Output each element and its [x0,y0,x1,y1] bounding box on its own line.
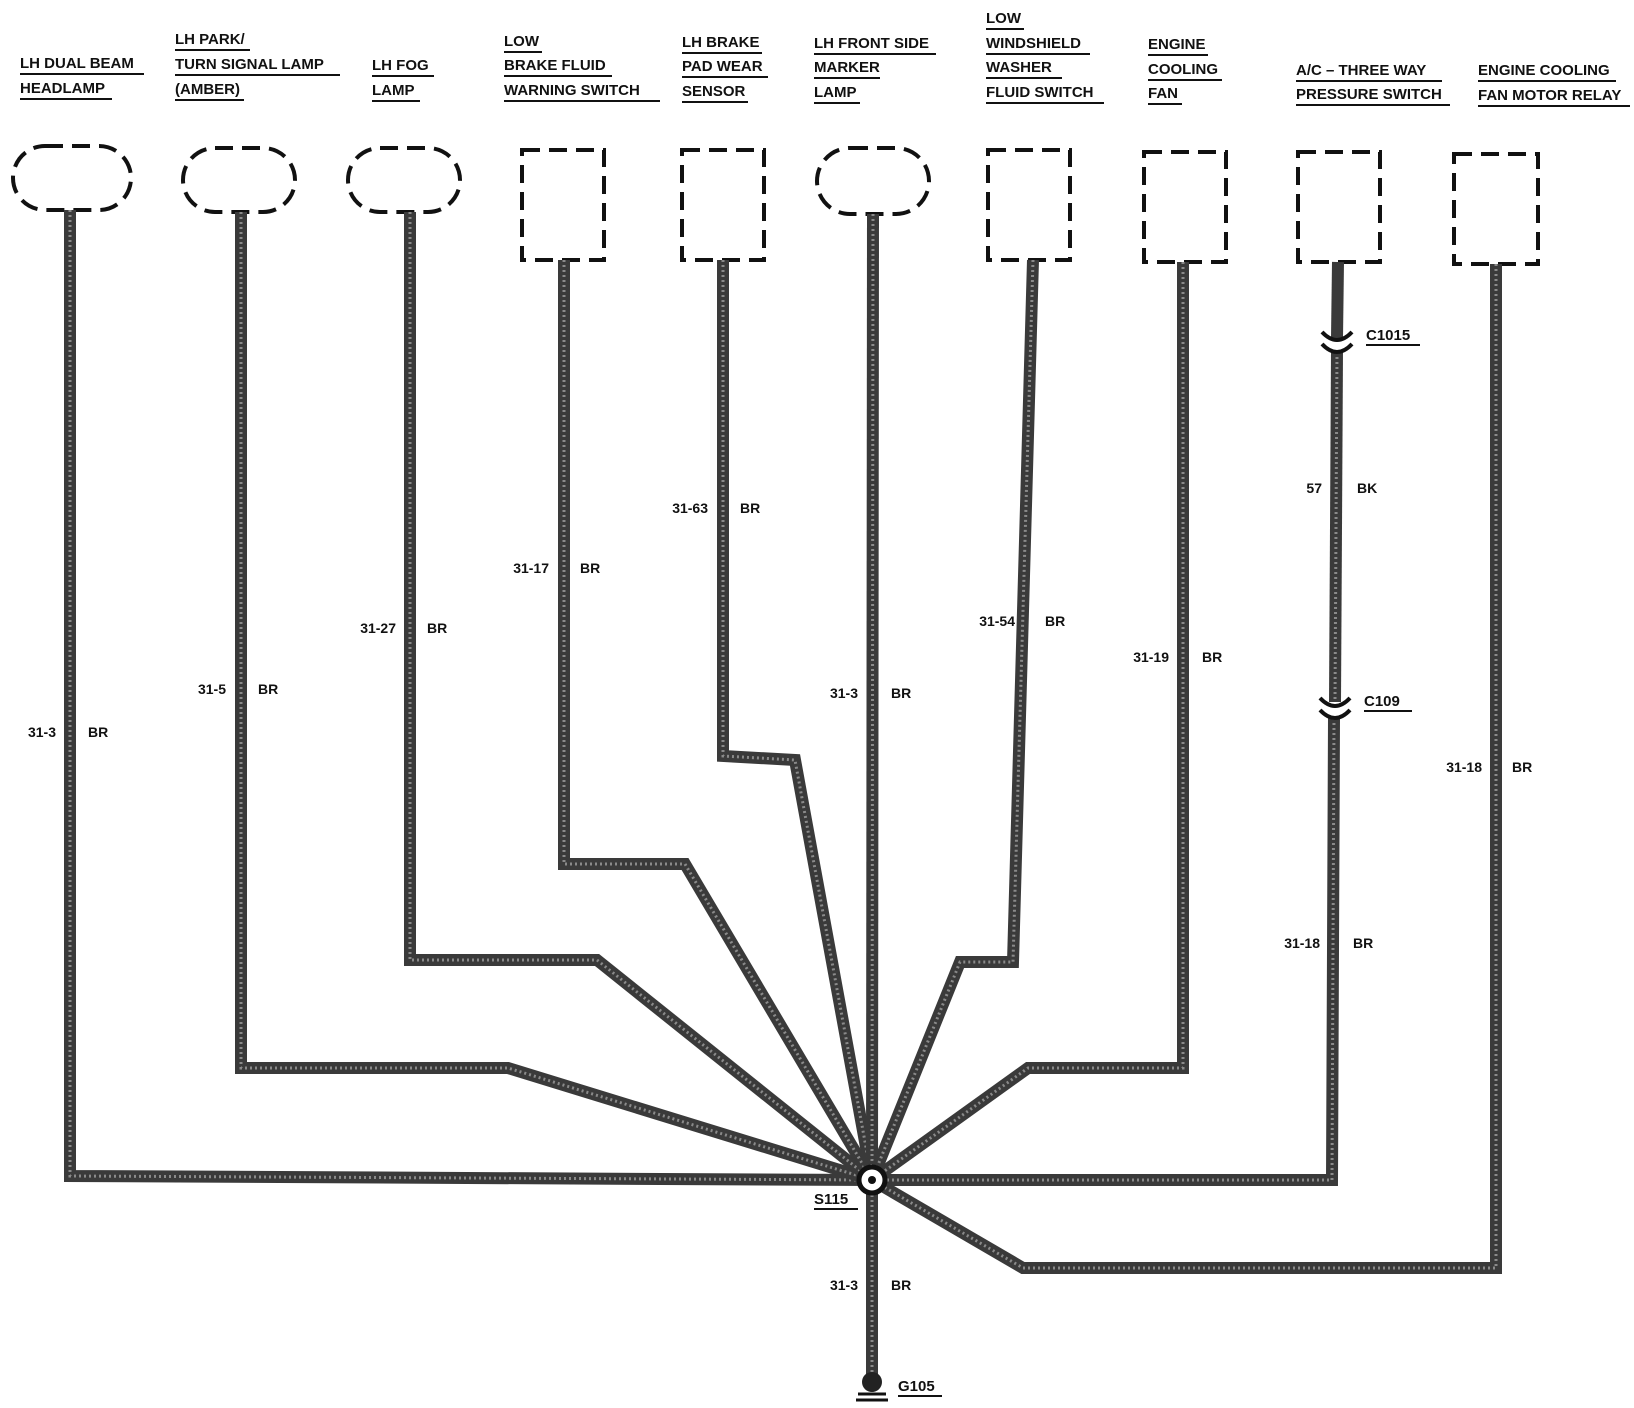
wire-color-label: BR [891,1277,911,1293]
wire-circuit-label: 31-3 [830,685,858,701]
label-line: WINDSHIELD [986,35,1081,52]
wire-circuit-label: 31-54 [979,613,1015,629]
wire-color-label: BR [258,681,278,697]
ac-switch-symbol [1296,150,1382,264]
wire-color-label: BR [891,685,911,701]
label-line: BRAKE FLUID [504,57,606,74]
wire-color-label: BR [1512,759,1532,775]
marker-lamp-symbol [815,146,931,216]
wire-ac-upper [1329,261,1344,703]
label-line: FLUID SWITCH [986,84,1093,101]
label-line: LH FRONT SIDE [814,35,929,52]
wire-park-lamp [235,212,874,1186]
wire-relay [868,264,1502,1274]
wire-brake-fluid [558,260,878,1184]
wire-circuit-label: 31-3 [28,724,56,740]
wire-color-label: BR [1353,935,1373,951]
wire-brake-pad [717,260,878,1182]
label-line: TURN SIGNAL LAMP [175,56,324,73]
ground-g105: G105 [856,1372,942,1402]
wire-circuit-label: 31-5 [198,681,226,697]
relay-symbol [1452,152,1540,266]
wire-circuit-label: 31-19 [1133,649,1169,665]
label-line: LH BRAKE [682,34,760,51]
label-line: LOW [986,10,1022,27]
connector-c109: C109 [1318,693,1412,720]
connector-c1015: C1015 [1320,327,1420,354]
wire-labels: 31-3 BR 31-5 BR 31-27 BR 31-17 BR 31-63 … [28,480,1532,1293]
label-line: (AMBER) [175,81,240,98]
washer-fluid-switch-symbol [986,148,1072,262]
wire-color-label: BR [88,724,108,740]
park-lamp-symbol [181,146,297,214]
label-lh-brake-pad-wear-sensor: LH BRAKE PAD WEAR SENSOR [682,34,768,103]
wire-washer-fluid [866,259,1039,1183]
wire-circuit-label: 31-18 [1446,759,1482,775]
wires [64,210,1502,1380]
label-lh-dual-beam-headlamp: LH DUAL BEAM HEADLAMP [20,55,144,100]
label-low-windshield-washer-fluid-switch: LOW WINDSHIELD WASHER FLUID SWITCH [986,10,1104,104]
wire-color-label: BR [427,620,447,636]
splice-s115: S115 [814,1164,888,1210]
wire-circuit-label: 31-63 [672,500,708,516]
cooling-fan-symbol [1142,150,1228,264]
wire-color-label: BK [1357,480,1377,496]
wire-circuit-label: 31-18 [1284,935,1320,951]
splice-label: S115 [814,1191,848,1208]
wire-marker-lamp [866,213,879,1181]
label-line: MARKER [814,59,880,76]
connector-label: C1015 [1366,327,1410,344]
wire-color-label: BR [1045,613,1065,629]
label-line: WARNING SWITCH [504,82,640,99]
label-ac-three-way-pressure-switch: A/C – THREE WAY PRESSURE SWITCH [1296,62,1450,106]
wire-ac-lower [872,717,1340,1186]
wire-circuit-label: 31-3 [830,1277,858,1293]
wire-color-label: BR [580,560,600,576]
label-line: HEADLAMP [20,80,105,97]
wire-circuit-label: 31-17 [513,560,549,576]
label-line: LOW [504,33,540,50]
label-line: ENGINE COOLING [1478,62,1610,79]
connector-label: C109 [1364,693,1400,710]
brake-fluid-switch-symbol [520,148,606,262]
wire-color-label: BR [1202,649,1222,665]
wire-fog-lamp [404,212,876,1185]
label-line: SENSOR [682,83,746,100]
label-line: PAD WEAR [682,58,763,75]
label-low-brake-fluid-warning-switch: LOW BRAKE FLUID WARNING SWITCH [504,33,660,102]
label-line: LH FOG [372,57,429,74]
label-line: FAN MOTOR RELAY [1478,87,1621,104]
label-line: COOLING [1148,61,1218,78]
label-line: PRESSURE SWITCH [1296,86,1442,103]
label-line: WASHER [986,59,1052,76]
label-line: FAN [1148,85,1178,102]
label-line: LAMP [372,82,415,99]
wire-circuit-label: 57 [1306,480,1322,496]
wire-circuit-label: 31-27 [360,620,396,636]
label-engine-cooling-fan-motor-relay: ENGINE COOLING FAN MOTOR RELAY [1478,62,1630,107]
wire-color-label: BR [740,500,760,516]
label-engine-cooling-fan: ENGINE COOLING FAN [1148,36,1222,105]
label-line: LH DUAL BEAM [20,55,134,72]
label-lh-front-side-marker-lamp: LH FRONT SIDE MARKER LAMP [814,35,936,104]
label-line: ENGINE [1148,36,1206,53]
label-line: LH PARK/ [175,31,246,48]
label-lh-fog-lamp: LH FOG LAMP [372,57,434,102]
fog-lamp-symbol [346,146,462,214]
brake-pad-sensor-symbol [680,148,766,262]
ground-label: G105 [898,1378,935,1395]
label-line: LAMP [814,84,857,101]
wire-cooling-fan [868,262,1189,1185]
component-labels: LH DUAL BEAM HEADLAMP LH PARK/ TURN SIGN… [20,10,1630,107]
label-lh-park-turn-signal-lamp: LH PARK/ TURN SIGNAL LAMP (AMBER) [175,31,340,101]
wire-headlamp [64,210,873,1186]
label-line: A/C – THREE WAY [1296,62,1426,79]
headlamp-symbol [11,144,133,212]
